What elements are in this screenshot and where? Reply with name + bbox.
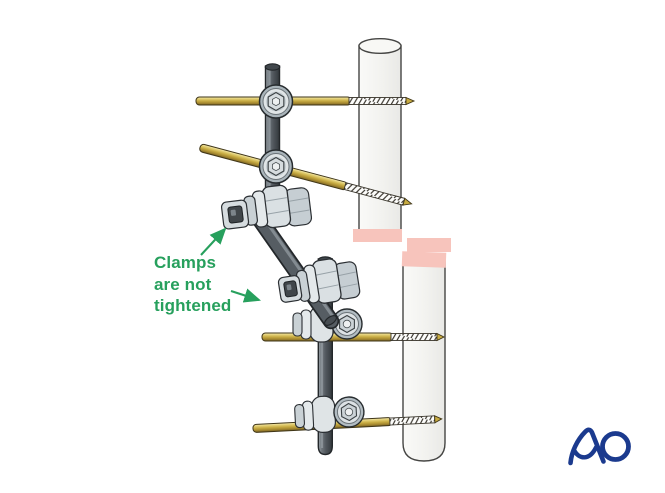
ao-logo (568, 427, 631, 466)
bone-distal-segment (402, 260, 446, 462)
arrow-to-clamp-b (230, 288, 261, 303)
arrow-to-clamp-a (200, 227, 227, 256)
pin-1-tip (405, 96, 416, 106)
pin-2-tip (402, 197, 413, 206)
fracture-band-proximal (353, 229, 402, 242)
tube-clamp-b-loose (277, 258, 361, 304)
annotation-arrows (200, 227, 261, 303)
pin-3-tip (436, 332, 446, 342)
pin-clamp-4 (294, 395, 365, 434)
ao-logo-letter-a (568, 427, 606, 466)
annotation-line: tightened (154, 296, 232, 315)
pin-3-threads (390, 333, 438, 341)
fracture-band-distal (401, 251, 447, 268)
annotation-line: Clamps (154, 253, 217, 272)
pin-clamp-2 (258, 149, 294, 184)
fracture-band-fragment (407, 238, 451, 252)
pin-4-tip (434, 415, 443, 424)
fracture-gap (353, 229, 451, 268)
annotation-line: are not (154, 274, 212, 294)
pin-1 (195, 96, 416, 106)
tube-clamp-a-loose (220, 184, 313, 230)
pin-1-threads (348, 97, 407, 105)
annotation-clamps-note: Clamps are not tightened (154, 252, 231, 317)
ao-logo-letter-o (600, 431, 631, 462)
pin-clamp-1 (258, 84, 294, 119)
